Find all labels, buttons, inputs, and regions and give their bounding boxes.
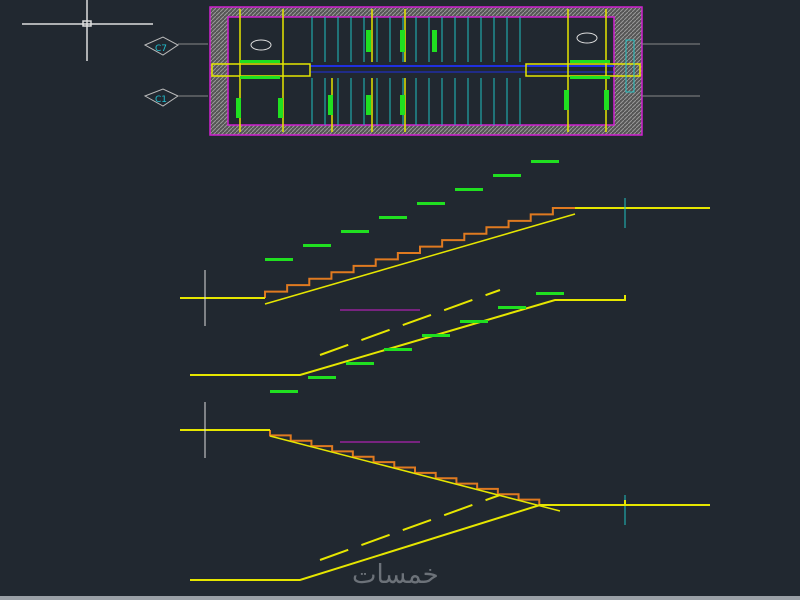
- lower-flight-line: [319, 494, 501, 561]
- stair-slab-line: [269, 435, 561, 512]
- grid-bubble-c7: C7: [143, 36, 208, 56]
- crosshair-cursor-icon: [22, 0, 153, 61]
- rebar-label: [455, 188, 483, 191]
- status-bar: [0, 596, 800, 600]
- grid-label: C1: [155, 95, 167, 105]
- rebar-label: [531, 160, 559, 163]
- rebar-label: [270, 390, 298, 393]
- rebar-label: [265, 258, 293, 261]
- rebar-label: [379, 216, 407, 219]
- rebar-label: [303, 244, 331, 247]
- rebar-label: [341, 230, 369, 233]
- rebar-label: [422, 334, 450, 337]
- stair-slab-line: [264, 213, 576, 305]
- grid-label: C7: [155, 44, 167, 54]
- rebar-label: [384, 348, 412, 351]
- grid-bubble-c1: C1: [143, 88, 208, 107]
- lower-flight-slab: [190, 295, 626, 376]
- lower-flight-slab: [190, 500, 626, 581]
- rebar-label: [498, 306, 526, 309]
- stair-steps: [269, 430, 560, 506]
- watermark-logo: خمسات: [352, 560, 439, 590]
- rebar-label: [308, 376, 336, 379]
- rebar-label: [536, 292, 564, 295]
- stair-steps: [264, 207, 575, 298]
- rebar-label: [493, 174, 521, 177]
- rebar-label: [346, 362, 374, 365]
- rebar-label: [460, 320, 488, 323]
- stair-sections: [180, 160, 710, 581]
- rebar-label: [417, 202, 445, 205]
- stair-plan-view: [209, 6, 700, 136]
- lower-flight-line: [319, 289, 501, 356]
